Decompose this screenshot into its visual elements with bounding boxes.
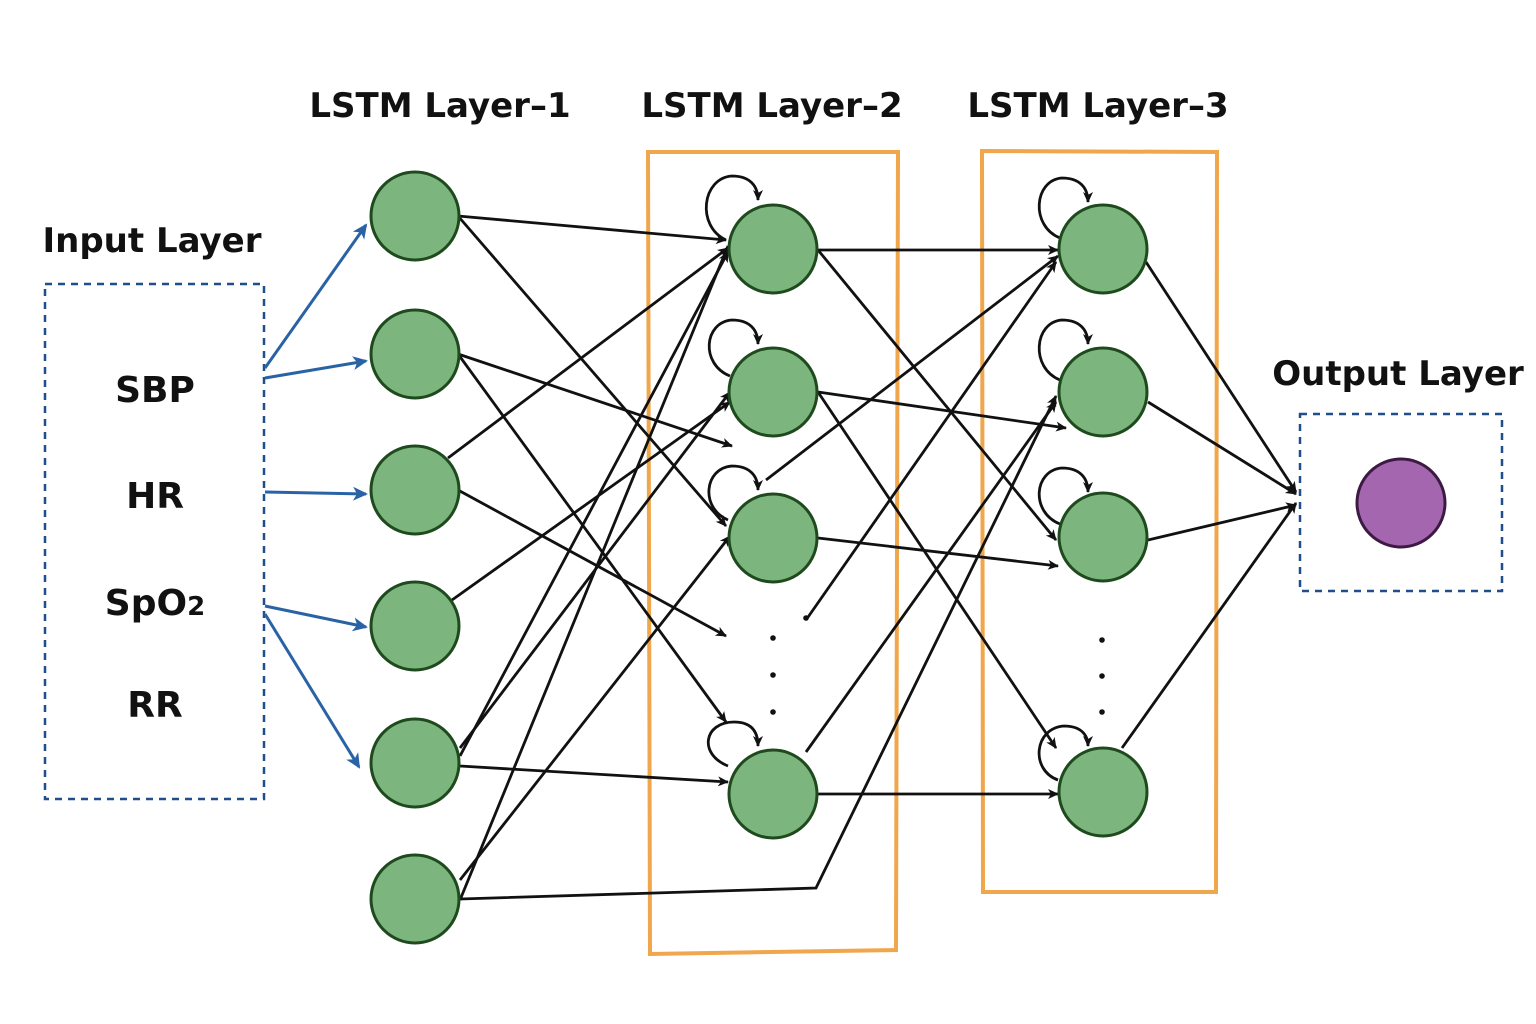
self-loop-l3n1 [1037, 176, 1093, 240]
edge-l3n1-out [1144, 261, 1298, 493]
ellipsis-dot-l3-1 [1099, 637, 1105, 643]
lstm1-node-5 [369, 717, 461, 809]
connection-edges [447, 214, 1298, 901]
lstm1-node-4 [369, 580, 461, 672]
self-loop-l2n2 [707, 318, 763, 378]
edge-l1n1-l2n3 [456, 215, 728, 527]
lstm-layer-2-nodes [727, 203, 819, 840]
lstm3-node-5 [1057, 746, 1149, 838]
lstm3-node-3 [1057, 491, 1149, 583]
input-label-spo2-subscript: 2 [187, 592, 205, 622]
edge-l2n2-l3n2 [817, 390, 1067, 432]
ellipsis-dot-l2-3 [770, 709, 776, 715]
edge-l2dots-l3n1 [804, 261, 1058, 621]
edge-l3n2-out [1147, 400, 1297, 496]
recurrent-loops [704, 174, 1093, 782]
edge-l1n2-l2n2 [457, 352, 733, 448]
ellipsis-dots [770, 615, 1105, 715]
edge-l1n6-l2n1 [458, 245, 730, 901]
input-arrow-3 [264, 486, 368, 501]
edge-l1n5-l2n5 [459, 764, 729, 787]
edge-l2n3up-l3n1 [765, 254, 1059, 482]
input-layer-box [43, 282, 266, 801]
edge-l1n3-dots [457, 488, 727, 638]
lstm1-node-1 [369, 170, 461, 262]
ellipsis-dot-l2-2 [770, 672, 776, 678]
edge-l1n5-l2n1 [458, 251, 730, 757]
input-label-spo2-main: Sp [105, 583, 157, 624]
lstm2-node-1 [727, 203, 819, 295]
output-node [1355, 457, 1447, 549]
self-loop-l3n5 [1037, 724, 1093, 782]
input-arrow-2 [264, 356, 368, 380]
lstm1-node-3 [369, 444, 461, 536]
input-label-rr: RR [127, 685, 182, 726]
lstm-layer-3-title: LSTM Layer–3 [967, 86, 1228, 126]
edge-l1n1-l2n1 [457, 214, 727, 245]
output-layer-box [1298, 412, 1504, 593]
input-arrow-4 [264, 604, 368, 632]
edge-l1n6-l2n3 [458, 535, 732, 881]
lstm-layer-1-title: LSTM Layer–1 [309, 86, 570, 126]
edge-l3n5-out [1120, 502, 1298, 749]
lstm3-node-2 [1057, 346, 1149, 438]
self-loop-l2n3 [707, 464, 763, 522]
input-label-spo2: SpO2 [105, 583, 205, 624]
edge-l1n3-l2n1 [447, 246, 729, 460]
edge-l1n6-l3n2 [459, 395, 1058, 901]
lstm2-node-5 [727, 748, 819, 840]
lstm2-node-2 [727, 346, 819, 438]
lstm2-node-3 [727, 492, 819, 584]
output-layer-title: Output Layer [1272, 354, 1524, 394]
lstm-layer-3-nodes [1057, 203, 1149, 838]
self-loop-l3n2 [1037, 318, 1093, 382]
edge-l1n4-l2n2 [451, 400, 731, 602]
input-arrow-1 [263, 223, 368, 369]
lstm1-node-2 [369, 308, 461, 400]
lstm1-node-6 [369, 853, 461, 945]
ellipsis-dot-l2-4 [803, 615, 809, 621]
ellipsis-dot-l3-3 [1099, 709, 1105, 715]
edge-l2n1-l3n3 [816, 249, 1058, 541]
ellipsis-dot-l3-2 [1099, 673, 1105, 679]
edge-l2n5-l3n2 [804, 401, 1058, 753]
input-arrow-5 [263, 613, 361, 769]
lstm-layer-1-nodes [369, 170, 461, 945]
edge-l1n2-l2n4 [456, 353, 728, 723]
ellipsis-dot-l2-1 [770, 635, 776, 641]
lstm-layer-2-title: LSTM Layer–2 [641, 86, 902, 126]
input-arrows [263, 223, 368, 769]
self-loop-l2n5 [707, 720, 763, 768]
lstm3-node-1 [1057, 203, 1149, 295]
input-label-sbp: SBP [115, 370, 195, 411]
lstm-layer-3-box [979, 148, 1220, 894]
self-loop-l3n3 [1037, 466, 1093, 526]
self-loop-l2n1 [704, 174, 763, 242]
edge-l3n3-out [1147, 502, 1297, 542]
edge-l2n3-l3n3 [817, 536, 1059, 570]
input-label-spo2-o: O [157, 583, 188, 624]
input-layer-title: Input Layer [42, 221, 261, 261]
lstm-layer-2-box [645, 150, 901, 957]
input-label-hr: HR [126, 476, 184, 517]
